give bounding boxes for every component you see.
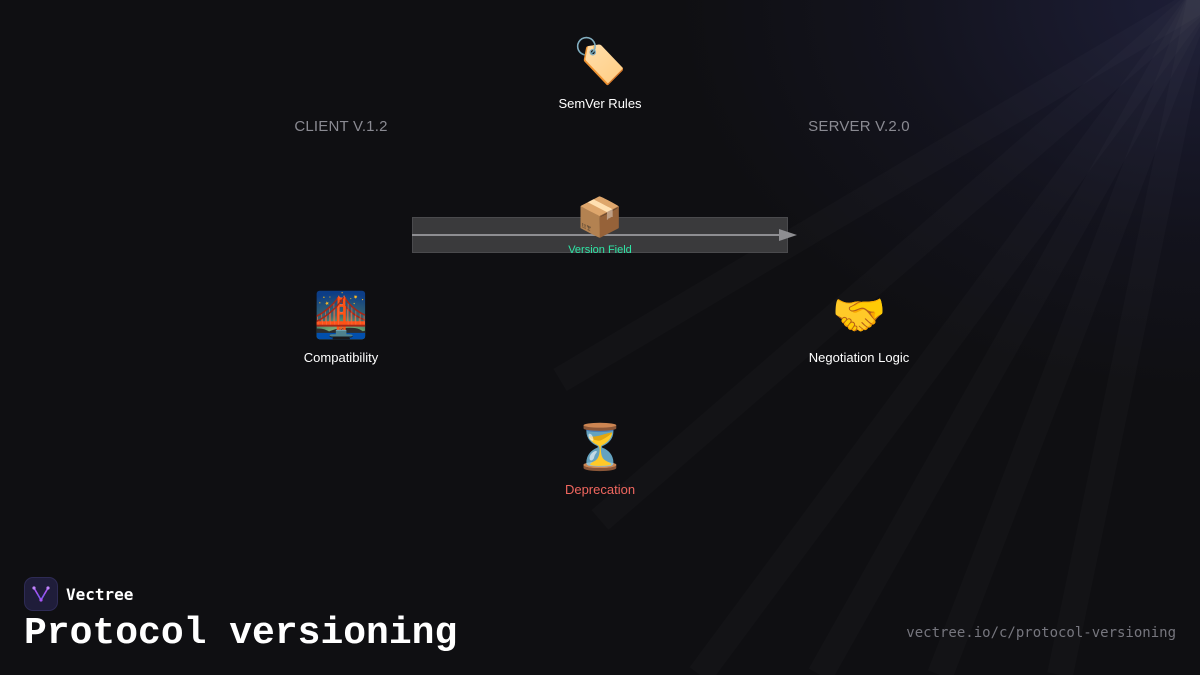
node-compatibility-label: Compatibility <box>303 350 379 365</box>
node-negotiation-logic-label: Negotiation Logic <box>808 350 910 365</box>
bridge-at-night-icon: 🌉 <box>313 291 369 340</box>
handshake-icon: 🤝 <box>831 291 887 340</box>
node-version-field-label: Version Field <box>568 244 632 256</box>
node-version-field: 📦 Version Field <box>568 196 632 256</box>
node-semver-rules: 🏷️ SemVer Rules <box>558 36 641 111</box>
hourglass-icon: ⏳ <box>572 423 628 472</box>
vectree-logo-icon <box>24 577 58 611</box>
brand: Vectree <box>24 577 133 611</box>
node-deprecation-label: Deprecation <box>564 482 636 497</box>
node-deprecation: ⏳ Deprecation <box>565 422 635 497</box>
package-icon: 📦 <box>576 197 624 239</box>
server-label: SERVER V.2.0 <box>808 118 910 135</box>
node-compatibility: 🌉 Compatibility <box>304 290 378 365</box>
source-url: vectree.io/c/protocol-versioning <box>906 625 1176 641</box>
client-label: CLIENT V.1.2 <box>294 118 388 135</box>
node-negotiation-logic: 🤝 Negotiation Logic <box>809 290 909 365</box>
page-title: Protocol versioning <box>24 612 458 655</box>
node-semver-rules-label: SemVer Rules <box>558 96 642 111</box>
label-tag-icon: 🏷️ <box>572 37 628 86</box>
brand-name: Vectree <box>66 584 134 604</box>
